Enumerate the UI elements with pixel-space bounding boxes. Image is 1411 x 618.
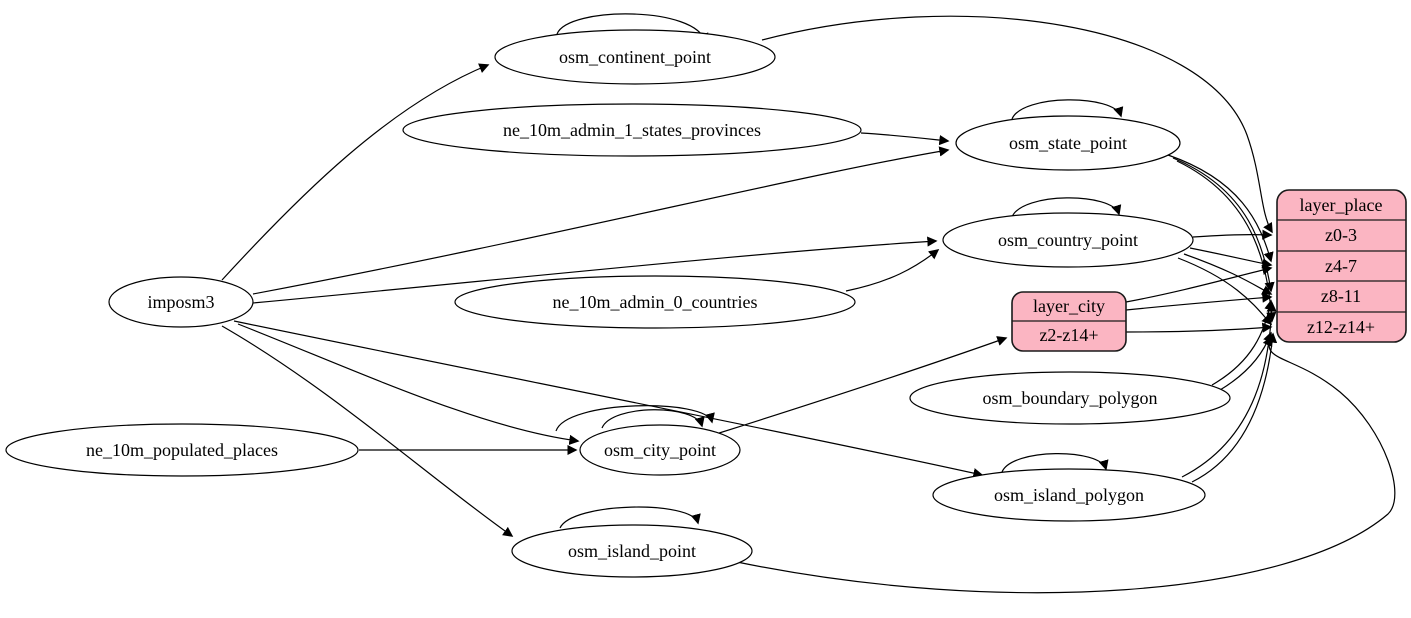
- edge-continent-z0-3: [761, 15, 1273, 234]
- edge-boundary-z12-z14: [1219, 331, 1273, 391]
- edge-country-z8-11: [1183, 253, 1273, 295]
- edge-state-z8-11: [1172, 157, 1275, 293]
- edge-layer-city-z4-7: [1125, 265, 1273, 303]
- layer-place-row-z12-z14: z12-z14+: [1307, 317, 1375, 337]
- osm-boundary-polygon-shape: [909, 371, 1231, 425]
- ne-10m-admin-1-shape: [402, 103, 862, 157]
- osm-boundary-polygon-label: osm_boundary_polygon: [983, 388, 1158, 408]
- edge-city-layer-city: [715, 336, 1008, 435]
- layer-place-row-z4-7: z4-7: [1325, 256, 1357, 276]
- node-osm-country-point: osm_country_point: [942, 212, 1194, 268]
- node-osm-state-point: osm_state_point: [955, 115, 1181, 171]
- edge-island-point-z12-z14: [736, 335, 1396, 594]
- edge-imposm3-country: [252, 236, 938, 304]
- layer-place-row-z8-11: z8-11: [1321, 286, 1361, 306]
- ne-10m-admin-0-shape: [454, 275, 856, 329]
- self-loop-city-inner: [601, 409, 705, 429]
- ne-10m-admin-1-label: ne_10m_admin_1_states_provinces: [503, 120, 761, 140]
- self-loop-continent: [556, 13, 709, 44]
- osm-island-point-label: osm_island_point: [568, 541, 696, 561]
- self-loop-island-point: [559, 506, 701, 529]
- edge-imposm3-state: [252, 146, 950, 295]
- edge-imposm3-island-point: [221, 325, 514, 537]
- node-osm-continent-point: osm_continent_point: [494, 29, 776, 85]
- ne-10m-populated-places-label: ne_10m_populated_places: [86, 440, 278, 460]
- osm-country-point-label: osm_country_point: [998, 230, 1138, 250]
- record-layer-city: layer_city z2-z14+: [1011, 291, 1127, 352]
- node-ne-10m-admin-1-states-provinces: ne_10m_admin_1_states_provinces: [402, 103, 862, 157]
- edge-layer-city-z8-11: [1125, 292, 1273, 311]
- node-osm-island-point: osm_island_point: [511, 524, 753, 578]
- imposm3-label: imposm3: [147, 292, 214, 312]
- osm-continent-point-label: osm_continent_point: [559, 47, 711, 67]
- layer-place-box: [1276, 189, 1407, 343]
- edge-island-polygon-z12-z14: [1191, 332, 1278, 483]
- edge-state-z4-7: [1167, 154, 1274, 263]
- osm-island-polygon-label: osm_island_polygon: [994, 485, 1144, 505]
- edge-ne-admin0-country: [845, 249, 940, 292]
- node-osm-city-point: osm_city_point: [579, 424, 741, 476]
- osm-continent-point-shape: [494, 29, 776, 85]
- node-osm-boundary-polygon: osm_boundary_polygon: [909, 371, 1231, 425]
- edges: [221, 13, 1396, 594]
- edge-imposm3-city: [237, 323, 580, 445]
- osm-state-point-shape: [955, 115, 1181, 171]
- self-loop-island-polygon: [1001, 453, 1109, 473]
- record-layer-place: layer_place z0-3 z4-7 z8-11 z12-z14+: [1276, 189, 1407, 343]
- self-loop-state: [1011, 99, 1124, 120]
- node-ne-10m-populated-places: ne_10m_populated_places: [5, 423, 359, 477]
- self-loop-city-outer: [555, 405, 715, 432]
- layer-place-title: layer_place: [1300, 195, 1383, 215]
- edge-country-z4-7: [1189, 247, 1273, 269]
- imposm3-shape: [108, 276, 254, 328]
- self-loop-country: [1011, 197, 1122, 218]
- ne-10m-admin-0-label: ne_10m_admin_0_countries: [553, 292, 758, 312]
- edge-island-polygon-z8-11: [1181, 301, 1277, 478]
- node-ne-10m-admin-0-countries: ne_10m_admin_0_countries: [454, 275, 856, 329]
- edge-country-z0-3: [1192, 229, 1273, 240]
- osm-island-point-shape: [511, 524, 753, 578]
- node-imposm3: imposm3: [108, 276, 254, 328]
- layer-city-row-z2-z14: z2-z14+: [1039, 325, 1098, 345]
- edge-ne-admin1-state: [860, 132, 950, 146]
- osm-country-point-shape: [942, 212, 1194, 268]
- ne-10m-populated-places-shape: [5, 423, 359, 477]
- layer-city-title: layer_city: [1033, 296, 1105, 316]
- node-osm-island-polygon: osm_island_polygon: [932, 468, 1206, 522]
- layer-place-row-z0-3: z0-3: [1325, 225, 1357, 245]
- osm-island-polygon-shape: [932, 468, 1206, 522]
- osm-city-point-shape: [579, 424, 741, 476]
- edge-country-z12-z14: [1177, 257, 1273, 326]
- osm-city-point-label: osm_city_point: [604, 440, 716, 460]
- edge-layer-city-z12-z14: [1125, 322, 1273, 333]
- edge-imposm3-continent: [221, 63, 490, 281]
- osm-state-point-label: osm_state_point: [1009, 133, 1127, 153]
